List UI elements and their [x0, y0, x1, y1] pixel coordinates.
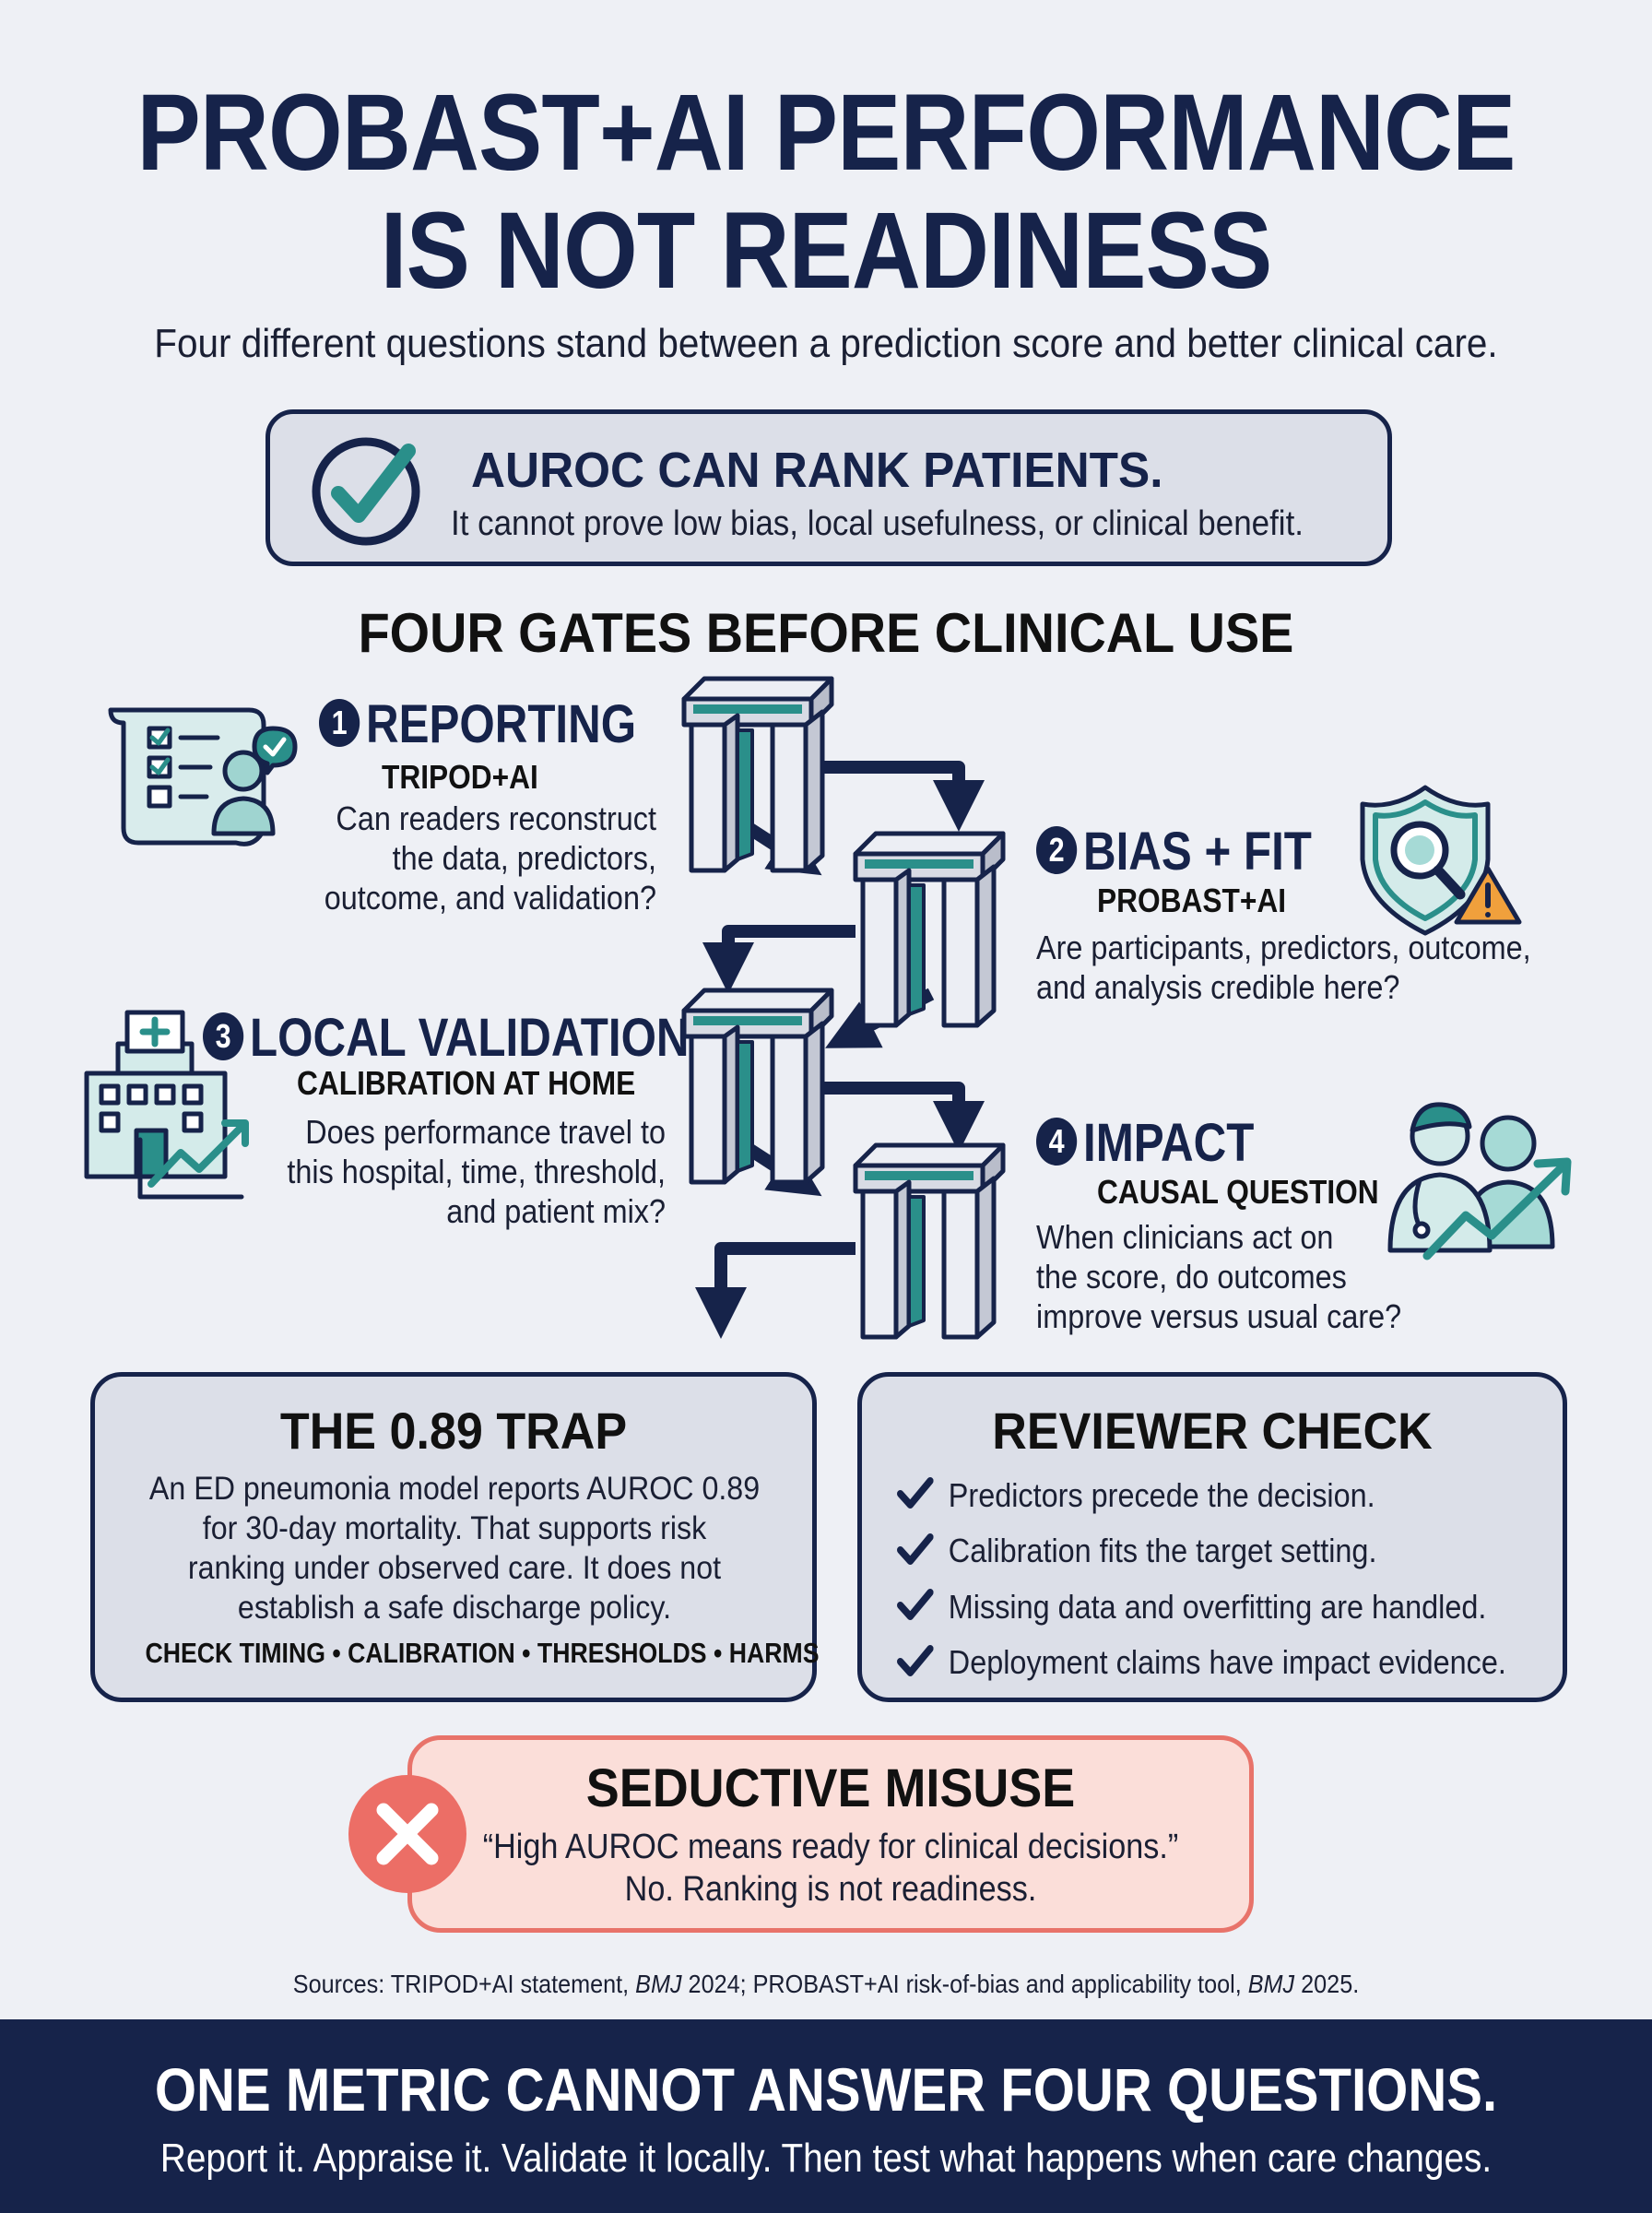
- checklist-item: Deployment claims have impact evidence.: [897, 1636, 1506, 1692]
- checklist-item: Calibration fits the target setting.: [897, 1524, 1494, 1580]
- checkmark-icon: [897, 1471, 949, 1524]
- trap-title: THE 0.89 TRAP: [279, 1402, 628, 1460]
- gate-3-question-line: and patient mix?: [446, 1192, 666, 1230]
- trap-body-line: for 30-day mortality. That supports risk: [202, 1510, 707, 1546]
- title-line-1: PROBAST+AI PERFORMANCE: [136, 72, 1516, 194]
- sources-text: 2024; PROBAST+AI risk-of-bias and applic…: [681, 1970, 1248, 1998]
- gate-1-subtitle: TRIPOD+AI: [382, 758, 538, 796]
- auroc-heading: AUROC CAN RANK PATIENTS.: [471, 443, 1163, 498]
- misuse-title: SEDUCTIVE MISUSE: [585, 1758, 1076, 1818]
- gate-1-number: 1: [319, 698, 360, 747]
- gate-3-label: LOCAL VALIDATION: [250, 1008, 690, 1068]
- reviewer-check-card: REVIEWER CHECK Predictors precede the de…: [857, 1372, 1567, 1702]
- shield-magnifier-warning-icon: [1360, 785, 1522, 936]
- trap-body-line: ranking under observed care. It does not: [187, 1550, 722, 1586]
- footer-subline: Report it. Appraise it. Validate it loca…: [159, 2136, 1493, 2181]
- checklist-item-text: Calibration fits the target setting.: [948, 1532, 1377, 1570]
- misuse-quote: “High AUROC means ready for clinical dec…: [482, 1828, 1179, 1866]
- trap-body-line: establish a safe discharge policy.: [237, 1590, 672, 1626]
- gate-4-subtitle: CAUSAL QUESTION: [1097, 1173, 1379, 1211]
- sources-journal: BMJ: [635, 1970, 682, 1998]
- checklist-item: Predictors precede the decision.: [897, 1469, 1494, 1524]
- gate-1-icon: [684, 679, 832, 870]
- reviewer-title: REVIEWER CHECK: [992, 1402, 1433, 1460]
- gate-3-question: Does performance travel to this hospital…: [257, 1112, 666, 1231]
- gate-2-subtitle: PROBAST+AI: [1097, 882, 1287, 919]
- sources-line: Sources: TRIPOD+AI statement, BMJ 2024; …: [83, 1970, 1570, 1999]
- gate-4-question-line: improve versus usual care?: [1036, 1297, 1402, 1335]
- trap-body-line: An ED pneumonia model reports AUROC 0.89: [148, 1471, 761, 1507]
- gate-4-label: IMPACT: [1083, 1113, 1255, 1173]
- gate-3-question-line: Does performance travel to: [305, 1113, 666, 1151]
- gate-3-subtitle: CALIBRATION AT HOME: [297, 1064, 636, 1102]
- gate-4-icon: [856, 1145, 1003, 1337]
- gate-1-question-line: outcome, and validation?: [324, 879, 656, 917]
- auroc-callout: AUROC CAN RANK PATIENTS. It cannot prove…: [266, 409, 1392, 566]
- misuse-callout: [407, 1735, 1254, 1933]
- gate-3-question-line: this hospital, time, threshold,: [287, 1153, 666, 1190]
- gate-1-label: REPORTING: [366, 694, 637, 754]
- checklist-document-icon: [108, 707, 298, 846]
- gate-2-label: BIAS + FIT: [1083, 822, 1312, 882]
- hospital-trend-icon: [84, 1010, 249, 1200]
- gate-4-question: When clinicians act on the score, do out…: [1036, 1217, 1434, 1336]
- checkmark-icon: [897, 1582, 949, 1636]
- footer-banner: ONE METRIC CANNOT ANSWER FOUR QUESTIONS.…: [0, 2019, 1652, 2213]
- gates-heading: FOUR GATES BEFORE CLINICAL USE: [358, 602, 1294, 664]
- checklist-item-text: Predictors precede the decision.: [948, 1476, 1375, 1514]
- checklist-item: Missing data and overfitting are handled…: [897, 1580, 1494, 1636]
- gate-4-number: 4: [1036, 1117, 1078, 1166]
- reviewer-checklist: Predictors precede the decision. Calibra…: [897, 1469, 1561, 1692]
- page-title: PROBAST+AI PERFORMANCE IS NOT READINESS: [100, 74, 1553, 310]
- gate-4-question-line: the score, do outcomes: [1036, 1258, 1347, 1296]
- gate-1-question: Can readers reconstruct the data, predic…: [273, 799, 656, 917]
- checkmark-icon: [897, 1639, 949, 1692]
- footer-headline: ONE METRIC CANNOT ANSWER FOUR QUESTIONS.: [154, 2055, 1498, 2124]
- gate-1-question-line: Can readers reconstruct: [336, 799, 656, 837]
- checklist-item-text: Missing data and overfitting are handled…: [948, 1587, 1487, 1626]
- gates-diagram: [84, 664, 1572, 1365]
- sources-text: 2025.: [1294, 1970, 1360, 1998]
- title-line-2: IS NOT READINESS: [380, 190, 1273, 312]
- auroc-subtext: It cannot prove low bias, local usefulne…: [451, 504, 1304, 543]
- checkmark-icon: [897, 1527, 949, 1580]
- gate-1-question-line: the data, predictors,: [392, 839, 656, 877]
- gate-4-question-line: When clinicians act on: [1036, 1218, 1334, 1256]
- x-circle-icon: [348, 1775, 466, 1893]
- gate-2-number: 2: [1036, 825, 1078, 874]
- gate-2-question-line: and analysis credible here?: [1036, 968, 1400, 1006]
- gate-2-question: Are participants, predictors, outcome, a…: [1036, 928, 1567, 1007]
- sources-journal: BMJ: [1247, 1970, 1295, 1998]
- trap-footer: CHECK TIMING • CALIBRATION • THRESHOLDS …: [145, 1637, 820, 1669]
- sources-text: Sources: TRIPOD+AI statement,: [292, 1970, 636, 1998]
- clinicians-trend-icon: [1387, 1102, 1572, 1260]
- gate-2-question-line: Are participants, predictors, outcome,: [1036, 929, 1531, 966]
- page-subtitle: Four different questions stand between a…: [154, 321, 1498, 366]
- misuse-answer: No. Ranking is not readiness.: [624, 1870, 1037, 1909]
- trap-card: THE 0.89 TRAP An ED pneumonia model repo…: [90, 1372, 820, 1702]
- checkmark-circle-icon: [312, 437, 420, 546]
- gate-3-number: 3: [203, 1012, 244, 1060]
- trap-body: An ED pneumonia model reports AUROC 0.89…: [141, 1469, 769, 1627]
- checklist-item-text: Deployment claims have impact evidence.: [948, 1643, 1506, 1682]
